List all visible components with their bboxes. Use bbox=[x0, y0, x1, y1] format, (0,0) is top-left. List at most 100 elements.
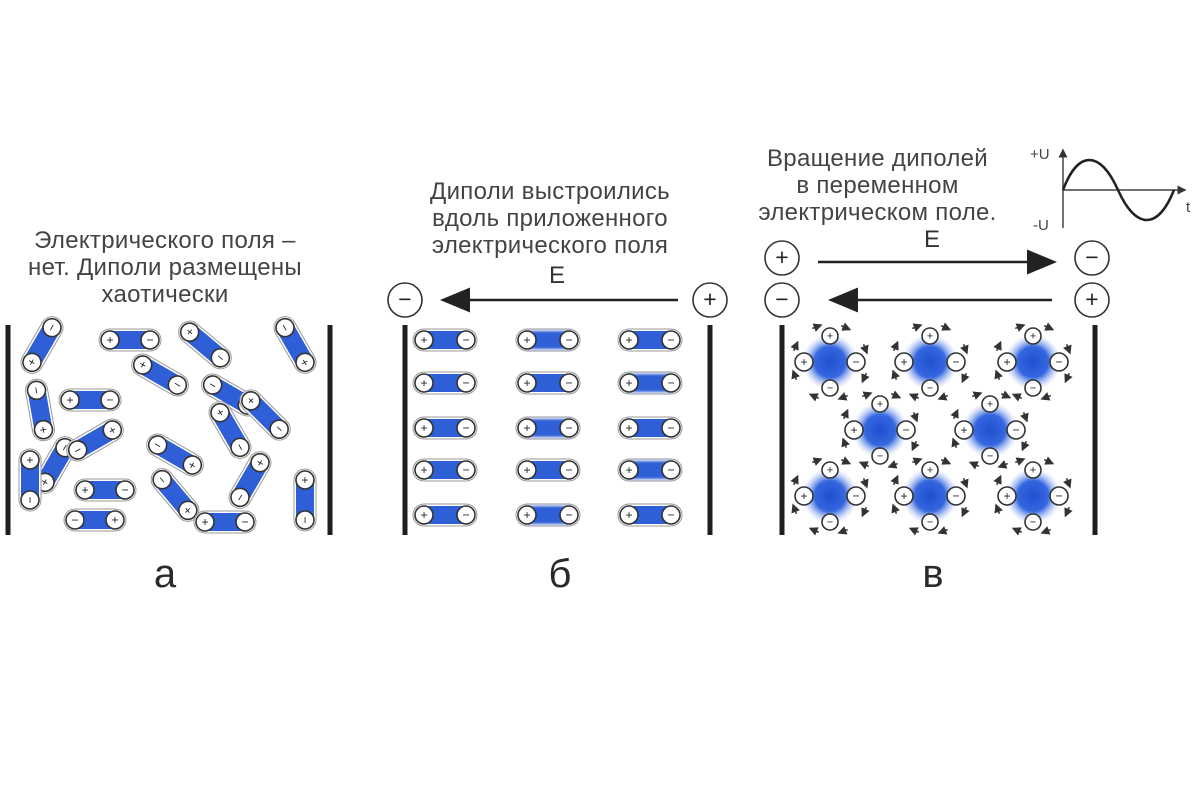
dipole-body bbox=[526, 461, 570, 479]
dipole-positive-end bbox=[414, 373, 434, 393]
dipole-positive-end bbox=[22, 352, 42, 373]
rotation-arrow bbox=[960, 344, 969, 355]
burst-negative-sign: − bbox=[902, 423, 909, 437]
panel-label-c: в bbox=[922, 552, 944, 596]
dipole: +− bbox=[146, 433, 204, 477]
dipole-negative-end-sign: − bbox=[71, 513, 78, 527]
field-label-b: E bbox=[548, 262, 565, 289]
dipole-body bbox=[628, 506, 672, 524]
dipole-positive-end bbox=[517, 330, 537, 350]
dipole-positive-end bbox=[102, 420, 123, 440]
burst-negative-bottom-sign: − bbox=[927, 382, 933, 394]
rotation-arrow bbox=[1011, 393, 1023, 402]
dipole-positive-end-sign: + bbox=[201, 515, 208, 529]
burst-positive-top bbox=[1024, 461, 1042, 479]
rotation-arrow bbox=[812, 457, 823, 466]
dipole-negative-end bbox=[295, 510, 315, 530]
rotation-arrow bbox=[791, 503, 800, 514]
dipole-negative-end-sign: − bbox=[667, 421, 674, 435]
dipole: +− bbox=[58, 388, 122, 412]
dipole-negative-end bbox=[210, 348, 231, 368]
dipole: +− bbox=[25, 378, 55, 442]
dipole-negative-end bbox=[202, 375, 223, 395]
dipole-positive-end bbox=[517, 505, 537, 525]
dipole-burst bbox=[902, 334, 958, 390]
dipole-negative-end bbox=[456, 505, 476, 525]
dipole-positive-end-sign: + bbox=[625, 508, 632, 522]
dipole-negative-end-sign: − bbox=[23, 496, 37, 503]
dipole-negative-end-sign: − bbox=[565, 376, 572, 390]
dipole-positive-end bbox=[241, 391, 261, 411]
rotation-arrow bbox=[908, 527, 920, 536]
dipole-body bbox=[109, 331, 151, 349]
dipole-negative-end bbox=[456, 460, 476, 480]
rotation-arrow bbox=[890, 340, 899, 352]
terminal-c-top-left bbox=[764, 240, 800, 276]
dipole: +− bbox=[228, 451, 272, 509]
rotation-arrow bbox=[862, 391, 873, 400]
dipole-body bbox=[628, 331, 672, 349]
rotation-arrow bbox=[940, 322, 952, 331]
dipole: +− bbox=[239, 389, 291, 441]
dipole: +− bbox=[131, 353, 189, 397]
burst-positive-top bbox=[821, 461, 839, 479]
burst-negative bbox=[946, 486, 966, 506]
rotation-arrow bbox=[1000, 390, 1012, 399]
graph-minus-u: -U bbox=[1033, 217, 1049, 234]
dipole-positive-end-sign: + bbox=[298, 476, 312, 483]
dipole-negative-end-sign: − bbox=[462, 508, 469, 522]
dipole-positive-end bbox=[619, 373, 639, 393]
dipole-negative-end bbox=[661, 460, 681, 480]
rotating-dipole: +−+− bbox=[790, 322, 870, 402]
terminal-b-left-sign: − bbox=[398, 286, 411, 312]
dipole: +− bbox=[73, 478, 137, 502]
dipole: +− bbox=[617, 503, 683, 527]
dipole-positive-end bbox=[210, 402, 230, 423]
dipole-body bbox=[423, 419, 467, 437]
burst-positive-top-sign: + bbox=[827, 464, 833, 476]
rotation-arrow bbox=[841, 437, 850, 448]
dipole: +− bbox=[412, 503, 478, 527]
burst-positive bbox=[894, 486, 914, 506]
panel-b-plates bbox=[402, 325, 713, 535]
rotation-arrow bbox=[940, 456, 952, 465]
dipole-body bbox=[69, 391, 111, 409]
rotation-arrow bbox=[937, 526, 948, 535]
dipole-body bbox=[423, 461, 467, 479]
dipole-negative-end bbox=[275, 317, 295, 338]
dipole-negative-end bbox=[559, 418, 579, 438]
dipole-negative-end bbox=[100, 390, 120, 410]
dipoles-rotating: +−+−+−+−+−+−+−+−+−+−+−+−+−+−+−+− bbox=[790, 322, 1073, 536]
rotation-arrow bbox=[808, 527, 820, 536]
dipole-positive-end bbox=[178, 500, 198, 521]
dipole-positive-end bbox=[517, 418, 537, 438]
rotation-arrow bbox=[950, 408, 959, 420]
dipole-negative-end bbox=[67, 440, 88, 460]
dipole-body bbox=[204, 513, 246, 531]
dipole-positive-end bbox=[250, 452, 270, 473]
dipole-negative-end bbox=[230, 487, 250, 508]
dipole: +− bbox=[515, 458, 581, 482]
burst-positive-top-sign: + bbox=[927, 330, 933, 342]
dipole-burst bbox=[902, 468, 958, 524]
dipole-positive-end bbox=[295, 352, 315, 373]
rotation-arrow bbox=[993, 474, 1002, 486]
rotation-arrow bbox=[993, 340, 1002, 352]
rotation-arrow bbox=[1021, 440, 1030, 452]
dipole-negative-end-sign: − bbox=[565, 333, 572, 347]
burst-negative bbox=[1049, 352, 1069, 372]
dipole-body bbox=[296, 479, 314, 521]
dipole-body bbox=[423, 506, 467, 524]
burst-positive bbox=[954, 420, 974, 440]
burst-negative-bottom-sign: − bbox=[827, 382, 833, 394]
dipole-burst bbox=[802, 468, 858, 524]
dipoles-chaotic: +−+−+−+−+−+−+−+−+−+−+−+−+−+−+−+−+−+−+−+− bbox=[18, 316, 317, 534]
burst-negative-bottom-sign: − bbox=[1030, 382, 1036, 394]
burst-negative bbox=[846, 352, 866, 372]
burst-negative-sign: − bbox=[852, 355, 859, 369]
burst-negative-sign: − bbox=[952, 489, 959, 503]
rotation-arrow bbox=[1040, 392, 1051, 401]
burst-negative-bottom bbox=[821, 513, 839, 531]
dipole-negative-end bbox=[559, 373, 579, 393]
